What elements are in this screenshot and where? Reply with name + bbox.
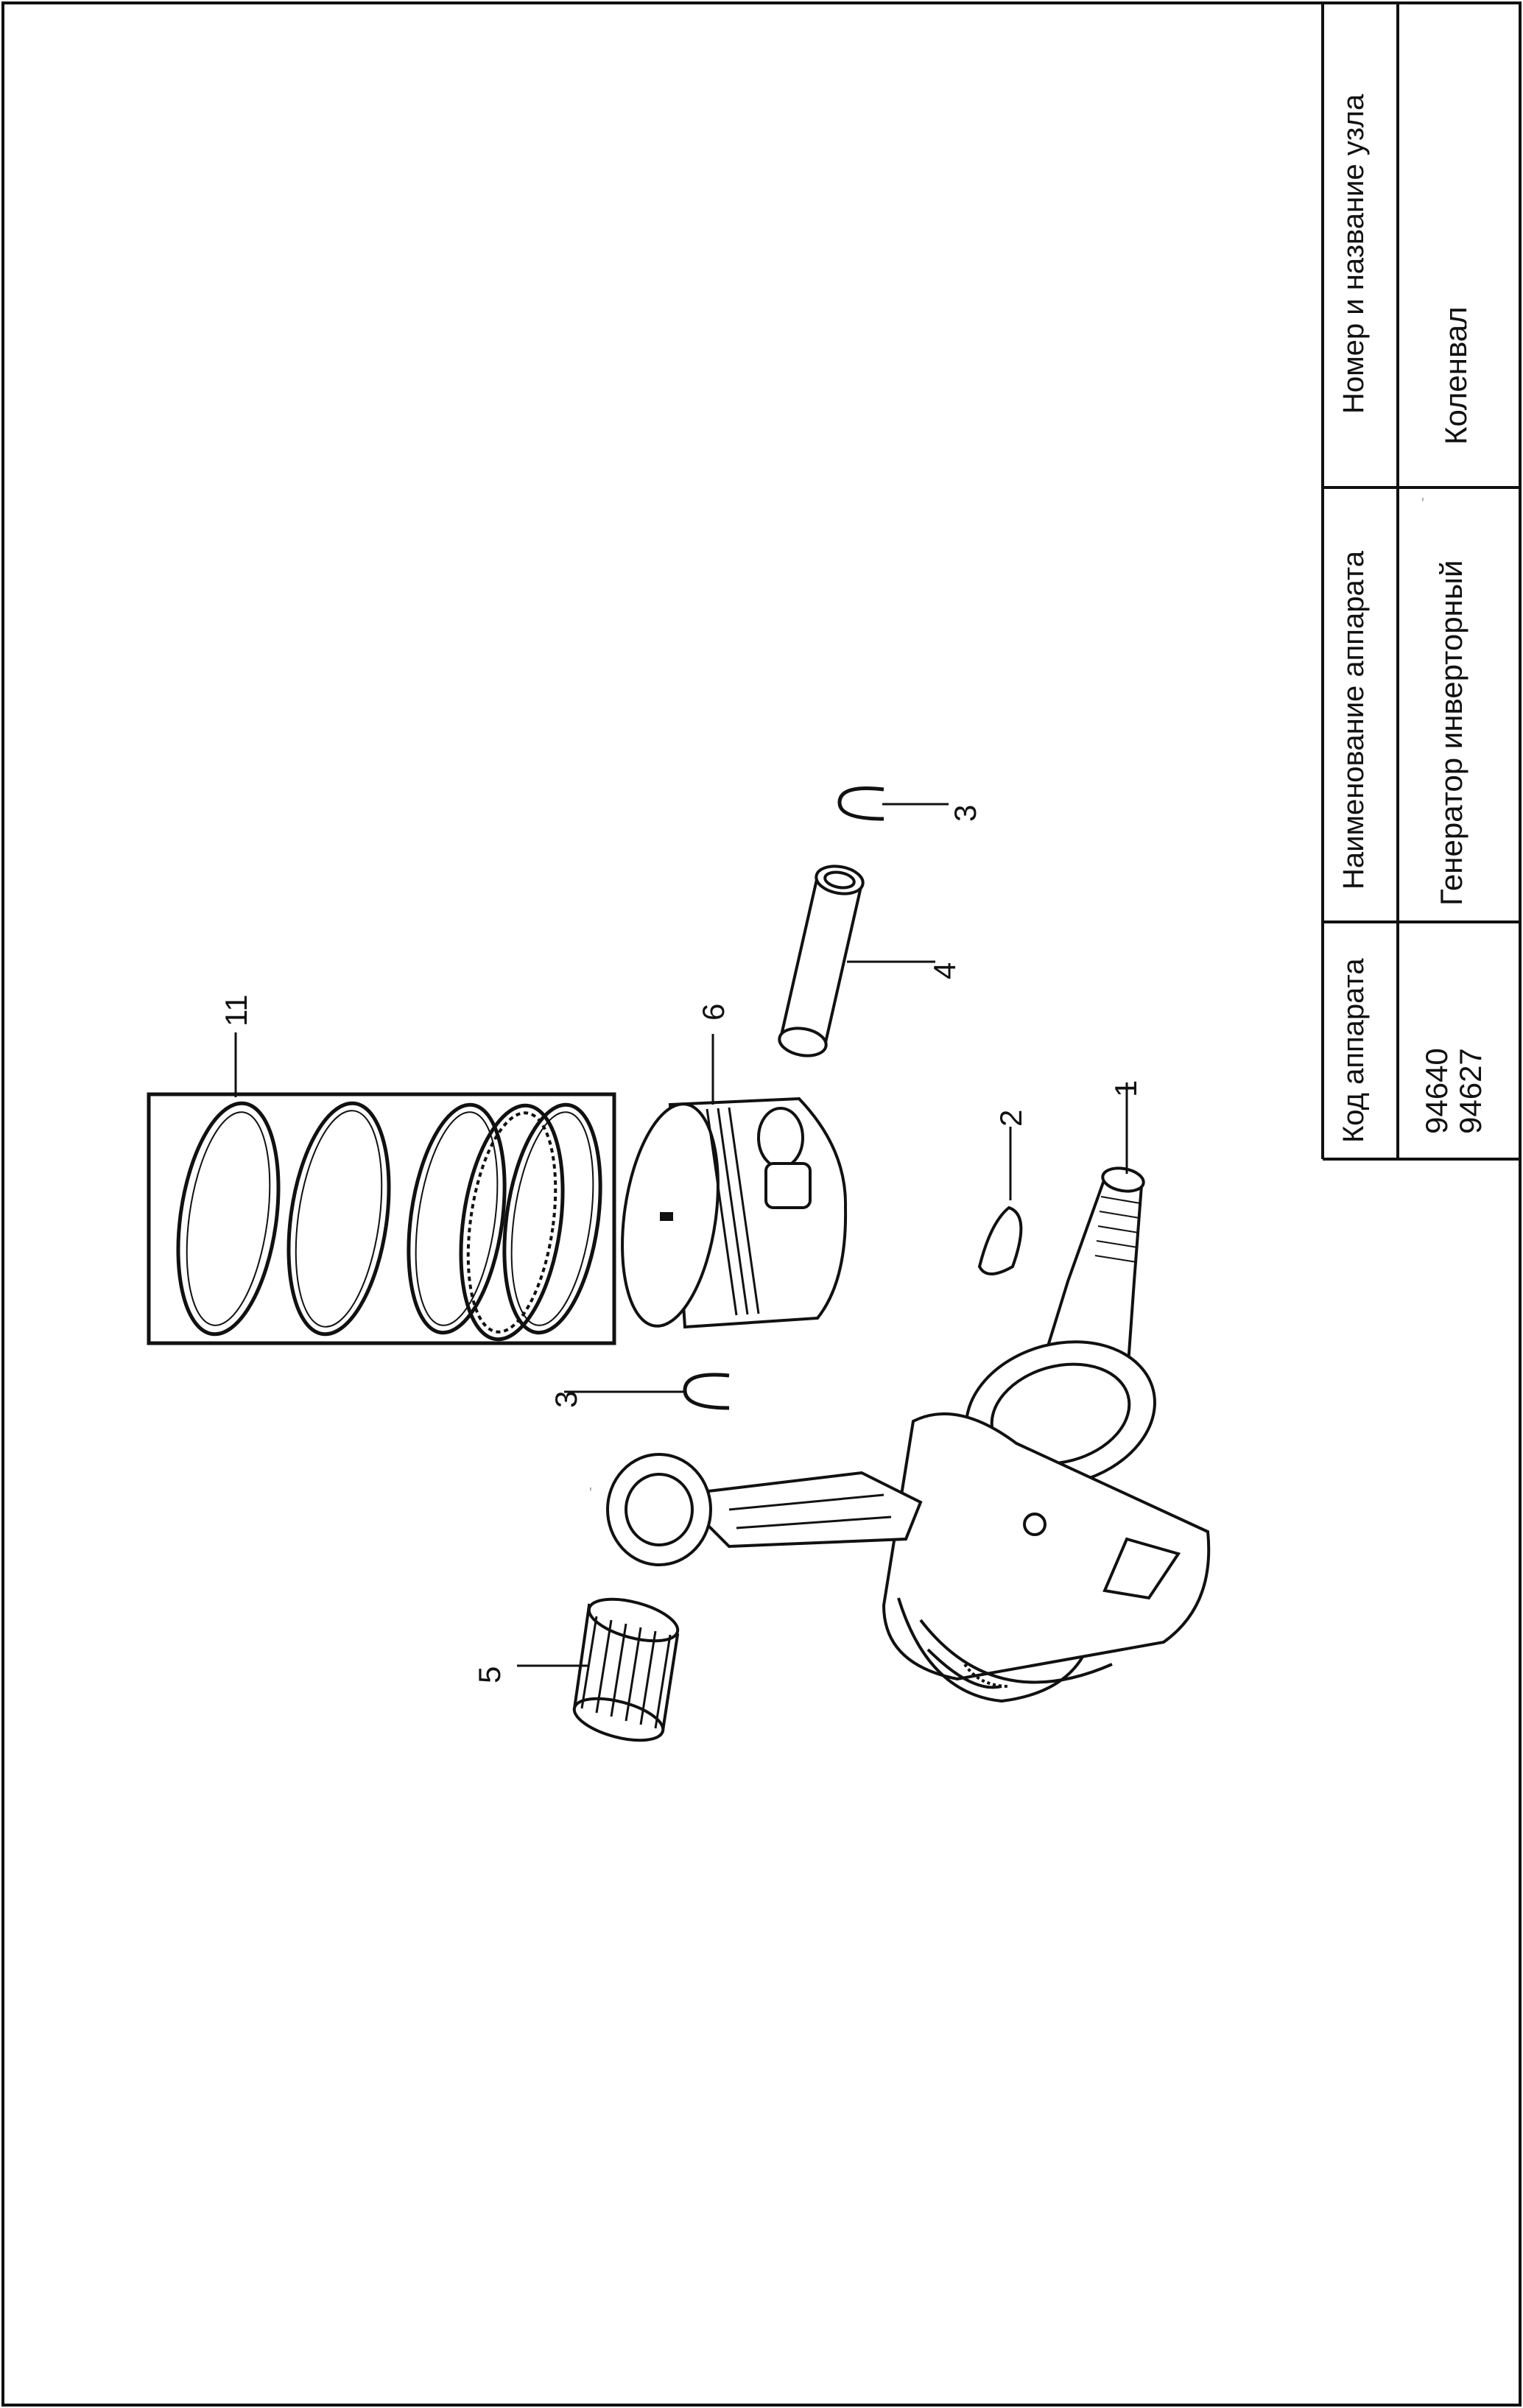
- callout-3-top: 3: [948, 804, 982, 822]
- stray-mark-2: ': [589, 1485, 592, 1502]
- value-device-code-2: 94627: [1453, 1048, 1488, 1134]
- value-device-code-1: 94640: [1419, 1048, 1454, 1134]
- value-node-name: Коленвал: [1438, 306, 1473, 445]
- piston-pin: [778, 865, 865, 1057]
- callout-1: 1: [1108, 1080, 1143, 1097]
- stray-mark: ': [1421, 496, 1424, 512]
- piston: [621, 1096, 848, 1329]
- piston-ring-set: [147, 1092, 616, 1345]
- callout-4: 4: [927, 962, 962, 979]
- callout-leaders: [234, 803, 1128, 1667]
- value-device-name: Генератор инверторный: [1434, 560, 1469, 906]
- callout-5: 5: [472, 1666, 507, 1683]
- header-device-name: Наименование аппарата: [1337, 551, 1370, 890]
- header-node-name: Номер и название узла: [1337, 94, 1370, 414]
- circlip-bottom: [683, 1373, 730, 1410]
- callout-2: 2: [993, 1109, 1028, 1127]
- circlip-top: [837, 786, 884, 821]
- callout-6: 6: [696, 1003, 731, 1021]
- callout-3-bottom: 3: [549, 1390, 583, 1408]
- header-device-code: Код аппарата: [1337, 958, 1370, 1143]
- callout-11: 11: [219, 994, 253, 1027]
- woodruff-key: [977, 1205, 1023, 1275]
- crankshaft: [606, 1166, 1211, 1703]
- title-block-grid: [1321, 3, 1520, 1161]
- needle-bearing: [572, 1597, 680, 1742]
